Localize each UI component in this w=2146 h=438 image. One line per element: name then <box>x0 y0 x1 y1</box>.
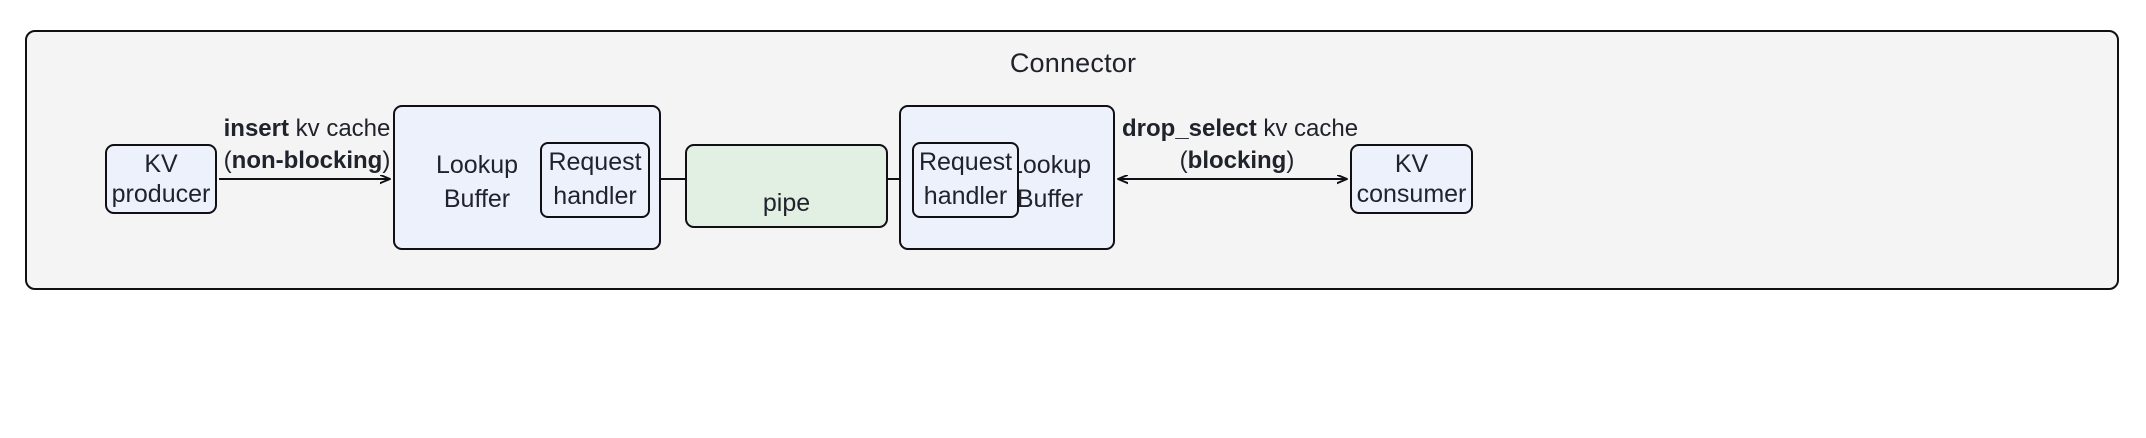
node-kv-consumer-label: KV consumer <box>1356 149 1467 209</box>
edge-label-insert-open: ( <box>223 146 232 174</box>
node-lookup-buffer-left-label: Lookup Buffer <box>435 151 519 213</box>
edge-label-insert-line2: (non-blocking) <box>218 145 396 177</box>
edge-label-insert-close: ) <box>382 146 391 174</box>
node-kv-consumer[interactable]: KV consumer <box>1350 144 1473 214</box>
node-pipe-label: pipe <box>762 188 811 217</box>
node-lookup-buffer-right-label: Lookup Buffer <box>1008 151 1092 213</box>
node-request-handler-left-label: Request handler <box>548 148 642 210</box>
node-lookup-buffer-left[interactable]: Lookup Buffer <box>393 105 661 250</box>
node-kv-producer[interactable]: KV producer <box>105 144 217 214</box>
edge-label-insert-bold: insert <box>223 115 289 142</box>
edge-label-drop-select: drop_select kv cache (blocking) <box>1122 113 1358 177</box>
edge-label-insert-line1: insert kv cache <box>218 113 396 145</box>
edge-label-drop-select-close: ) <box>1286 146 1295 174</box>
edge-label-insert: insert kv cache (non-blocking) <box>218 113 396 176</box>
node-pipe[interactable]: pipe <box>685 144 888 228</box>
edge-label-insert-mode: non-blocking <box>231 146 383 174</box>
node-request-handler-right[interactable]: Request handler <box>912 142 1019 218</box>
edge-label-insert-rest: kv cache <box>288 115 391 142</box>
edge-label-drop-select-mode: blocking <box>1187 146 1287 174</box>
node-request-handler-left[interactable]: Request handler <box>540 142 650 218</box>
edge-label-drop-select-bold: drop_select <box>1122 115 1257 142</box>
edge-label-drop-select-line2: (blocking) <box>1122 145 1352 177</box>
edge-label-drop-select-line1: drop_select kv cache <box>1122 113 1358 145</box>
node-request-handler-right-label: Request handler <box>918 148 1013 210</box>
node-kv-producer-label: KV producer <box>111 149 211 209</box>
edge-label-drop-select-rest: kv cache <box>1256 115 1359 142</box>
connector-title: Connector <box>1009 48 1137 78</box>
edge-label-drop-select-open: ( <box>1179 146 1188 174</box>
